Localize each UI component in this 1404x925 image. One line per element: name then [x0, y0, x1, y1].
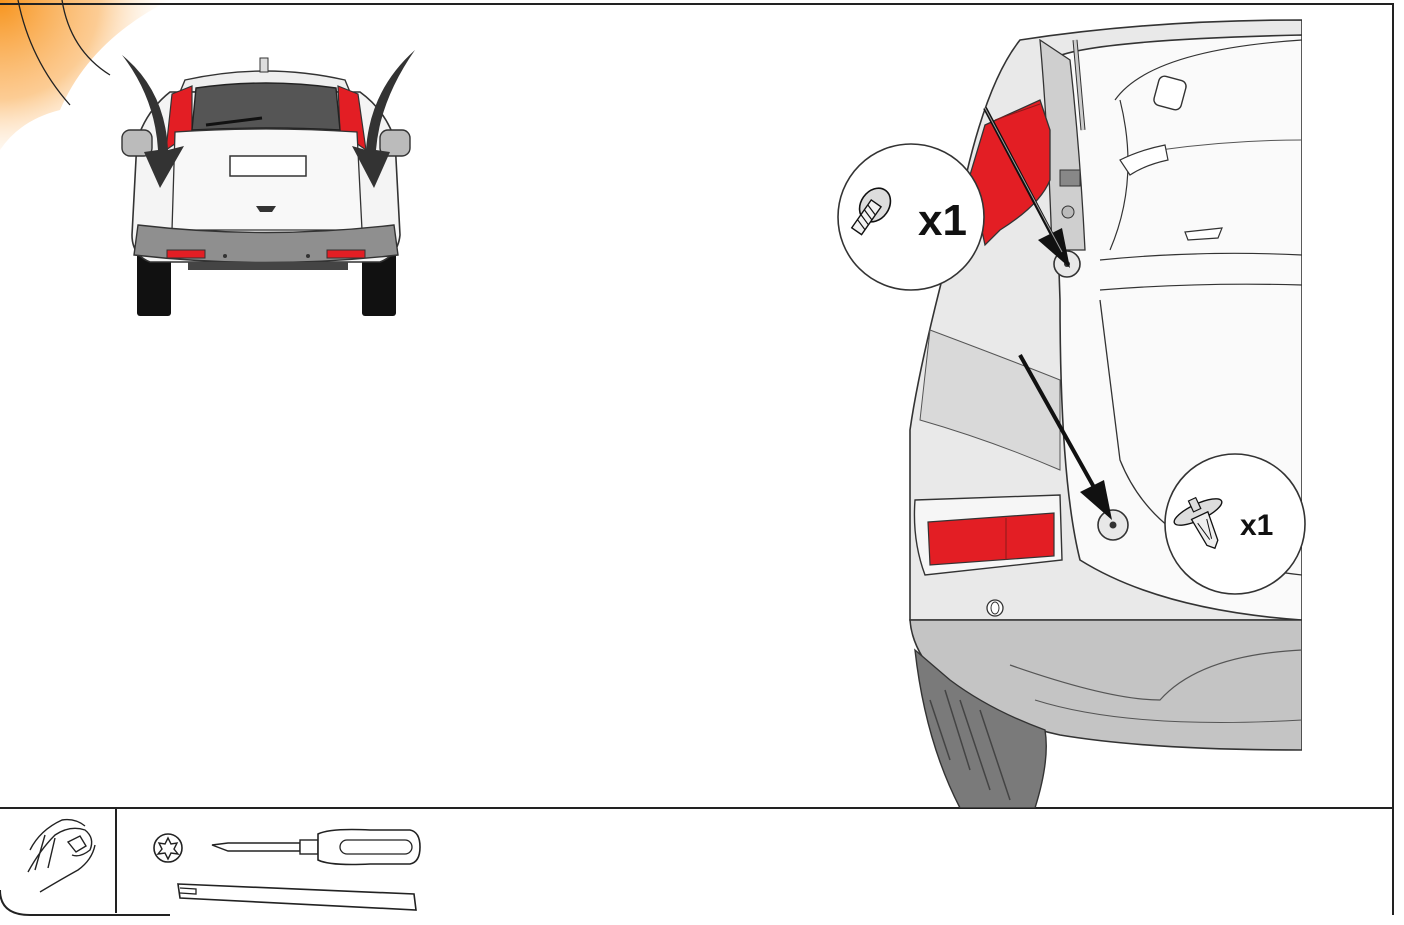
overview-car-illustration [122, 58, 410, 316]
trim-removal-tool-icon [178, 884, 416, 910]
detail-illustration [910, 20, 1302, 808]
clip-quantity: x1 [1240, 509, 1273, 542]
license-plate [230, 156, 306, 176]
screwdriver-icon [212, 830, 420, 865]
torx-bit-icon [154, 834, 182, 862]
hand-icon [28, 820, 95, 892]
screw-callout: x1 [838, 144, 984, 290]
screw-quantity: x1 [918, 196, 967, 245]
clip-callout: x1 [1165, 454, 1305, 594]
rear-reflector [928, 513, 1054, 565]
